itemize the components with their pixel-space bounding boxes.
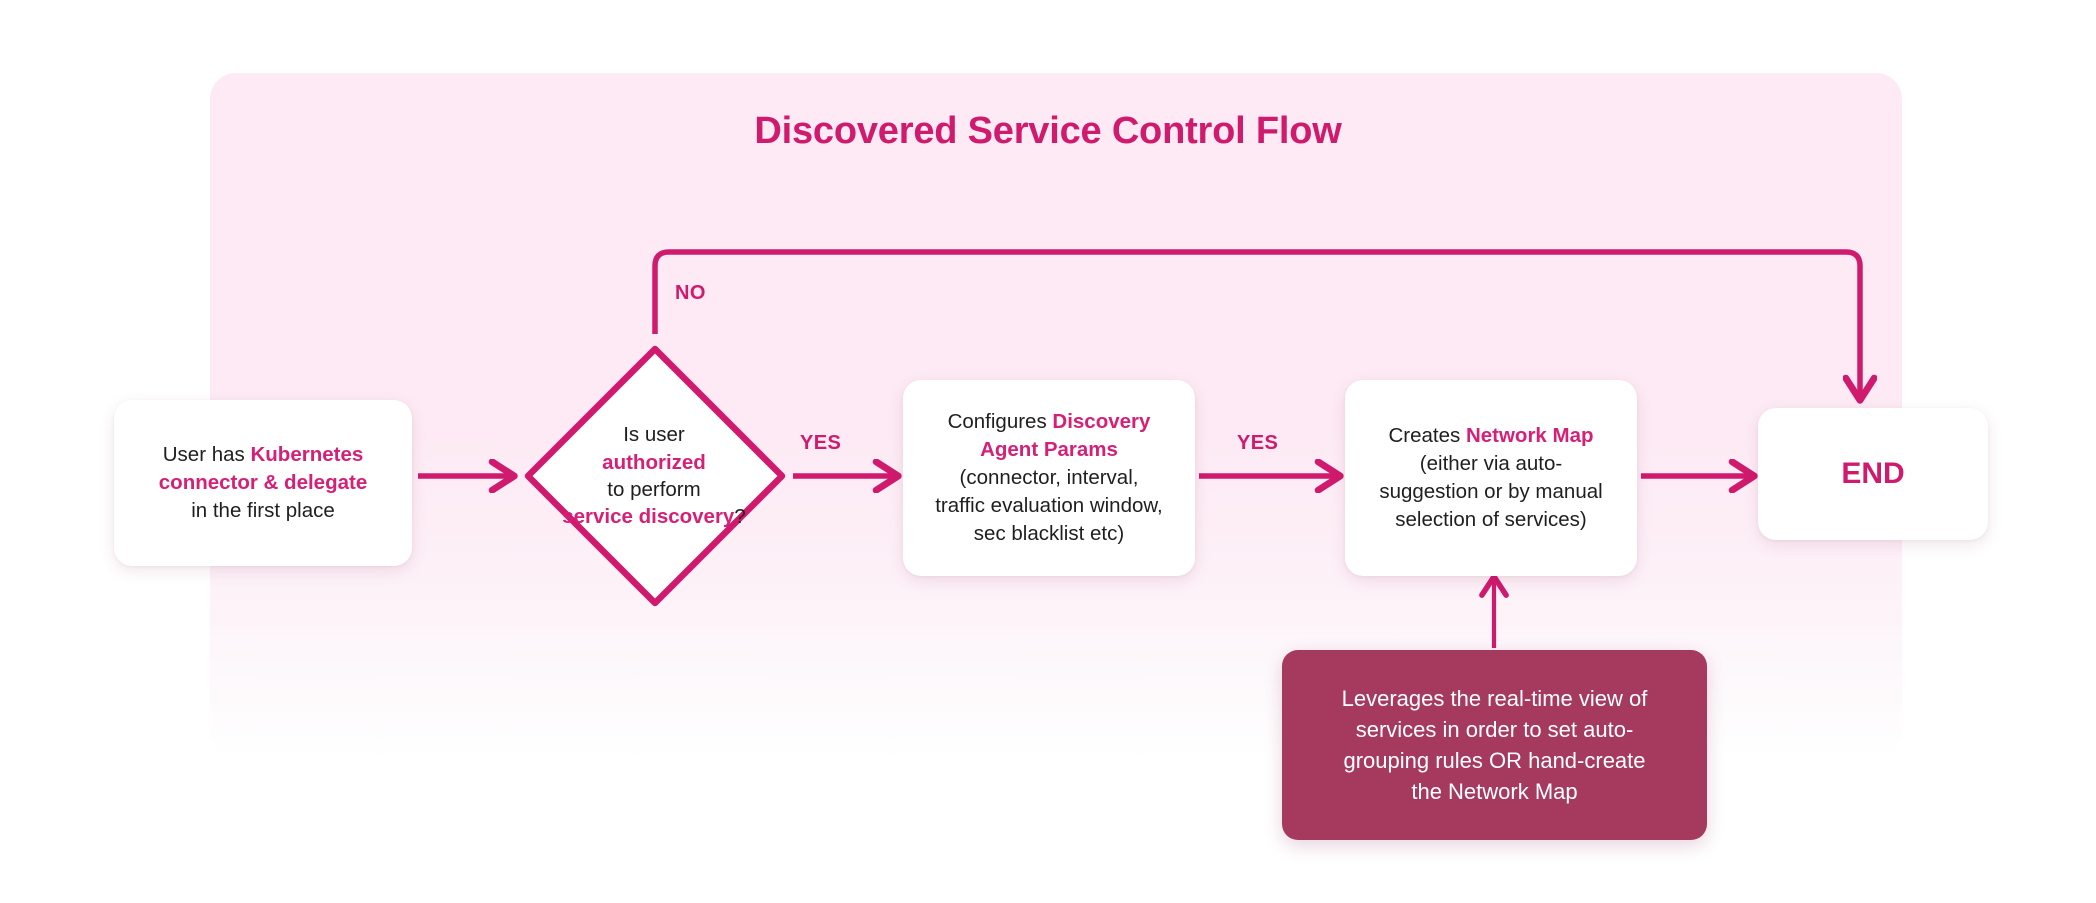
note-text: Leverages the real-time view of services… xyxy=(1342,683,1648,808)
node-decision-line3: to perform xyxy=(607,478,701,501)
node-netmap-line3: suggestion or by manual xyxy=(1379,480,1603,503)
note-line1: Leverages the real-time view of xyxy=(1341,685,1648,711)
node-params-line3: (connector, interval, xyxy=(959,466,1139,490)
node-params-line1-highlight: Discovery xyxy=(1052,410,1151,434)
edge-label-yes-2: YES xyxy=(1237,432,1279,454)
note-leverages-realtime-view[interactable]: Leverages the real-time view of services… xyxy=(1282,650,1707,840)
note-line2: services in order to set auto- xyxy=(1355,716,1634,742)
diagram-title: Discovered Service Control Flow xyxy=(754,110,1342,152)
diamond-shape xyxy=(524,345,786,607)
node-start-text: User has Kubernetes connector & delegate… xyxy=(114,441,412,525)
node-start[interactable]: User has Kubernetes connector & delegate… xyxy=(114,400,412,566)
edge-label-yes-1: YES xyxy=(800,432,842,454)
node-end[interactable]: END xyxy=(1758,408,1988,540)
node-netmap-line4: selection of services) xyxy=(1395,507,1587,531)
node-network-map[interactable]: Creates Network Map (either via auto- su… xyxy=(1345,380,1637,576)
node-netmap-text: Creates Network Map (either via auto- su… xyxy=(1345,422,1637,534)
node-params-text: Configures Discovery Agent Params (conne… xyxy=(903,408,1195,547)
node-params-line5: sec blacklist etc) xyxy=(973,521,1125,545)
node-decision-line1: Is user xyxy=(623,423,685,447)
note-line3: grouping rules OR hand-create xyxy=(1343,748,1646,773)
node-start-line3-plain: in the first place xyxy=(191,498,335,522)
node-end-label: END xyxy=(1841,456,1905,490)
node-decision-text: Is user authorized to perform service di… xyxy=(519,340,791,612)
node-decision-line4-highlight: service discovery xyxy=(562,505,735,529)
edge-label-no: NO xyxy=(675,282,706,304)
node-params-line1-plain: Configures xyxy=(947,410,1053,434)
node-decision[interactable]: Is user authorized to perform service di… xyxy=(519,340,791,612)
node-discovery-agent-params[interactable]: Configures Discovery Agent Params (conne… xyxy=(903,380,1195,576)
edge-decision-to-end-no xyxy=(652,249,1860,398)
node-start-line2-highlight: connector & delegate xyxy=(158,471,368,495)
node-start-line1-highlight: Kubernetes xyxy=(250,443,364,467)
node-netmap-line1-plain: Creates xyxy=(1388,424,1466,448)
node-netmap-line1-highlight: Network Map xyxy=(1465,424,1594,448)
node-decision-line4-suffix: ? xyxy=(734,505,746,529)
node-decision-line2-highlight: authorized xyxy=(602,450,706,474)
node-netmap-line2: (either via auto- xyxy=(1419,452,1563,476)
note-line4: the Network Map xyxy=(1411,779,1578,805)
node-params-line2-highlight: Agent Params xyxy=(980,438,1118,462)
node-params-line4: traffic evaluation window, xyxy=(935,493,1163,517)
node-start-line1-plain: User has xyxy=(162,443,251,467)
